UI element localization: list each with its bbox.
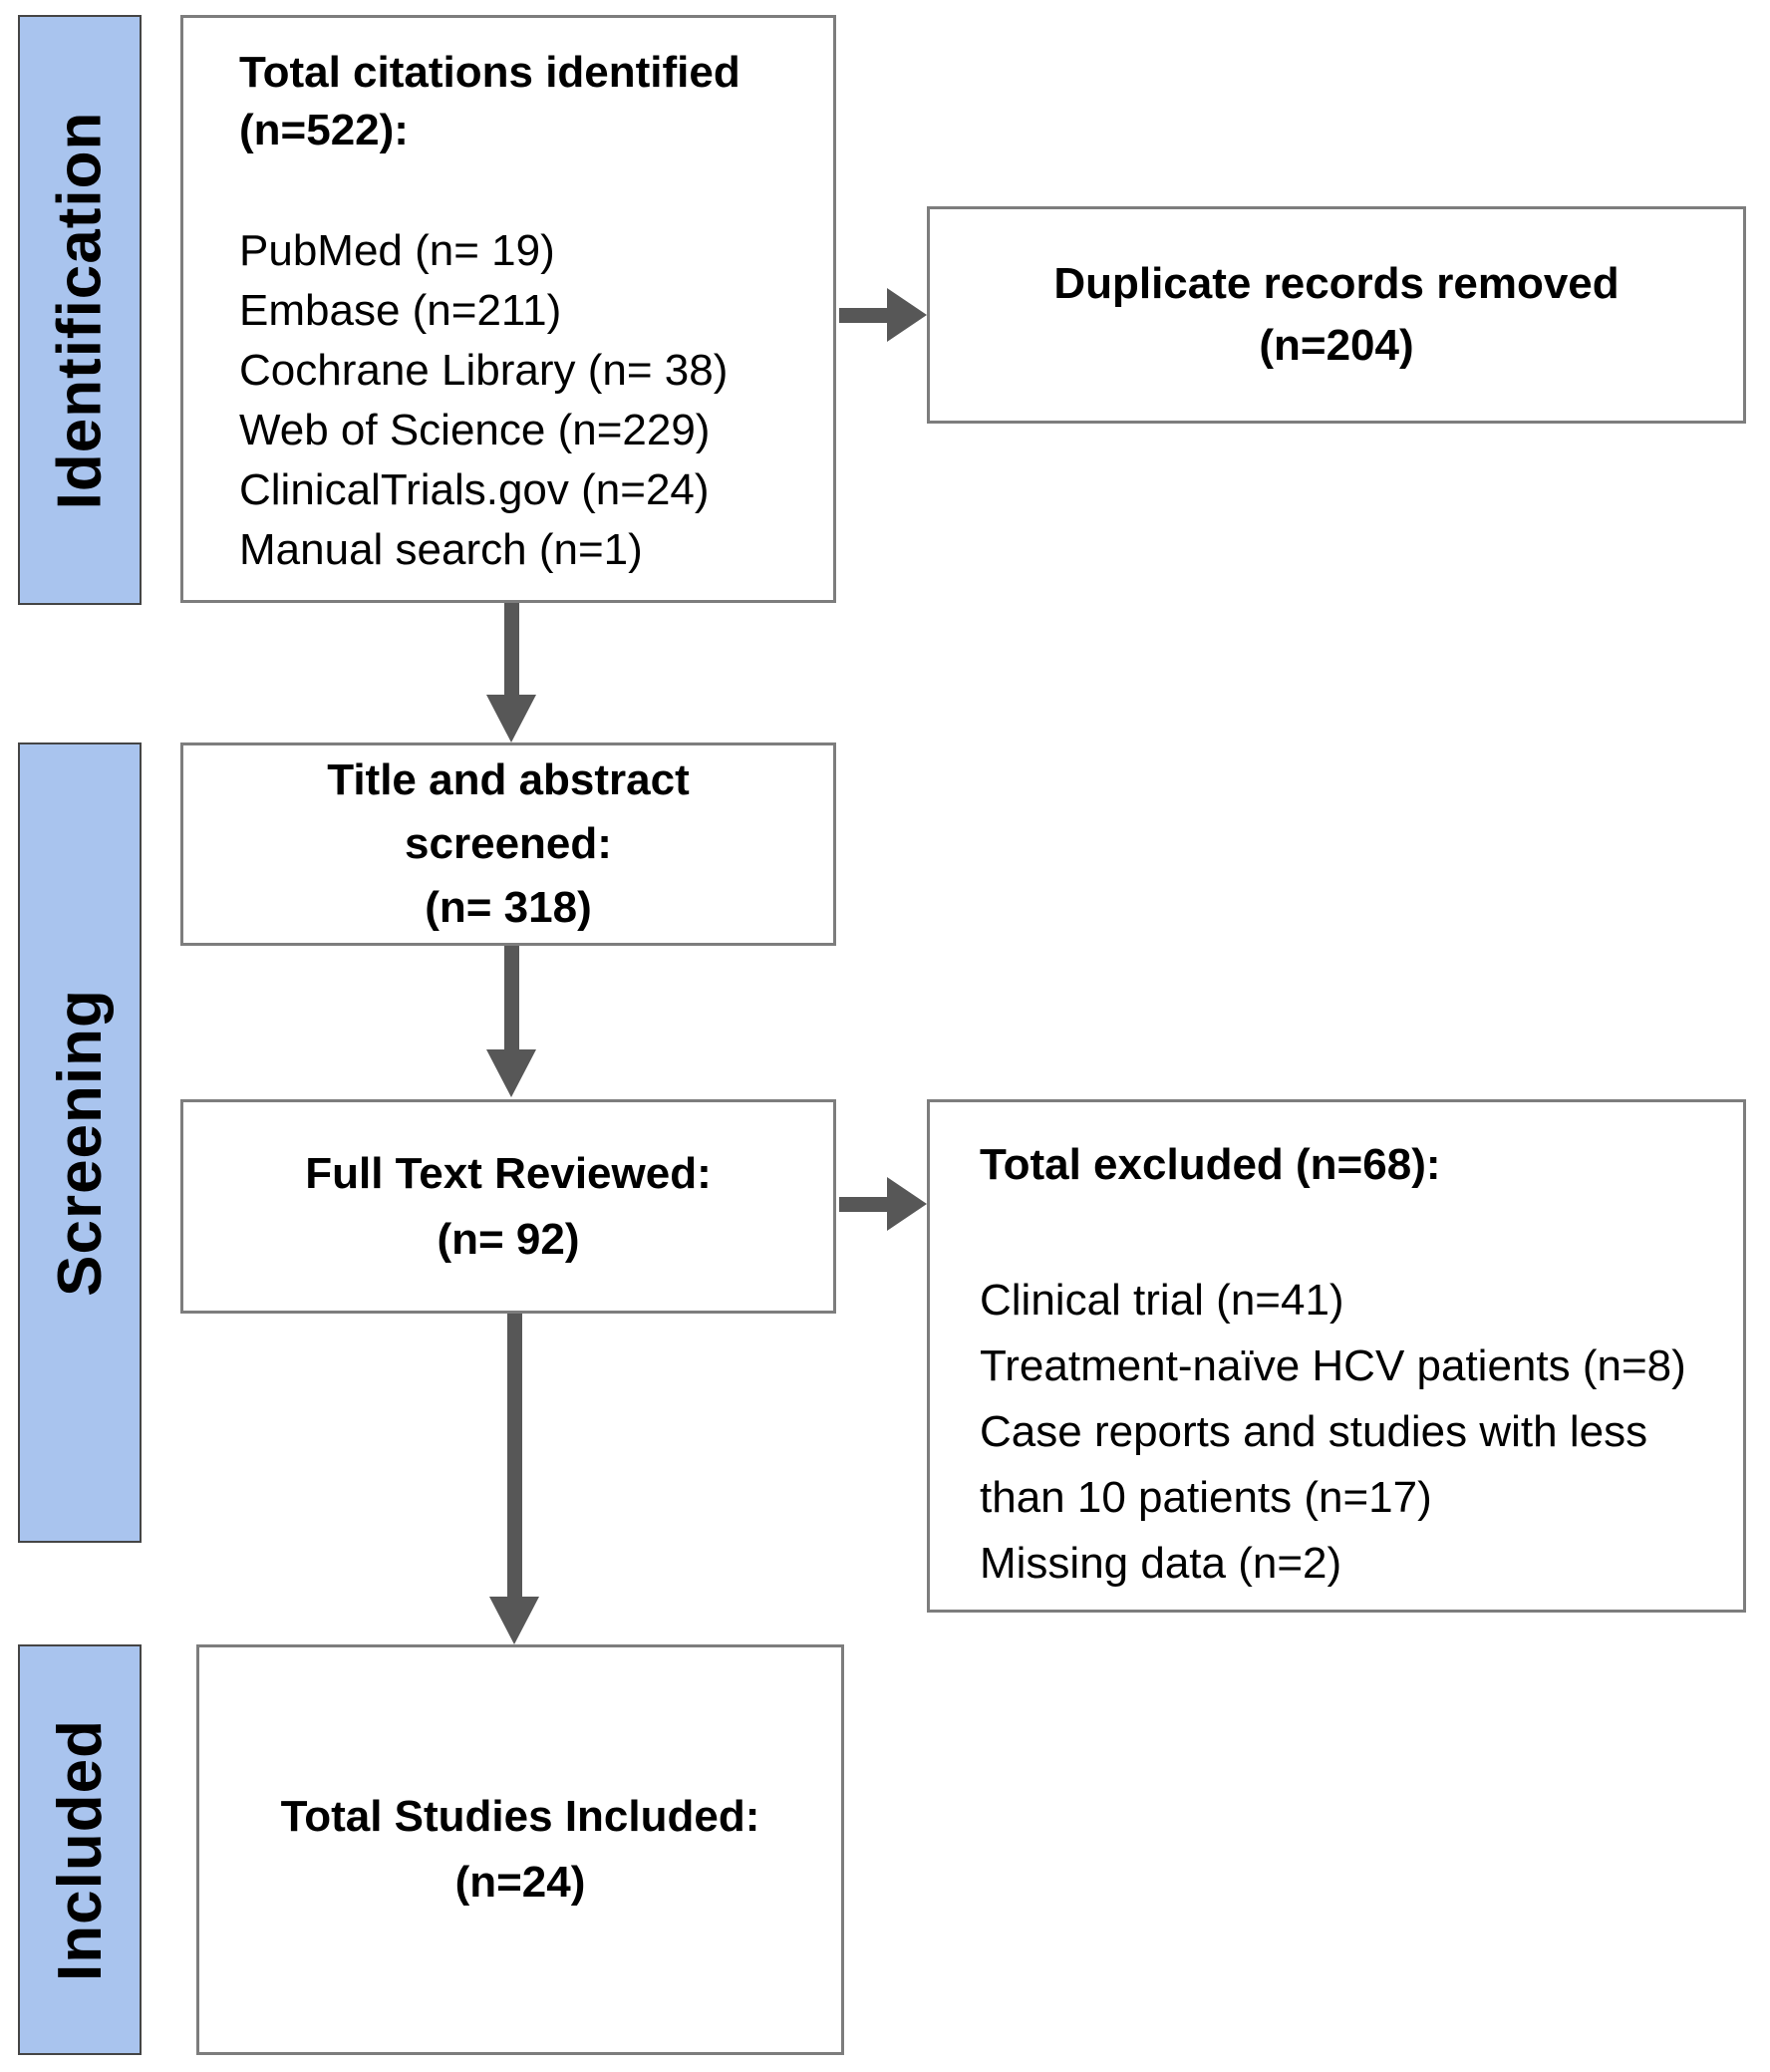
- stage-label-identification: Identification: [45, 111, 115, 509]
- citations-heading-line-2: (n=522):: [239, 106, 409, 154]
- source-item-embase: Embase (n=211): [239, 286, 562, 335]
- reason-item-treatment-naive: Treatment-naïve HCV patients (n=8): [980, 1341, 1686, 1390]
- arrow-shaft: [507, 1314, 522, 1599]
- fulltext-line-1: Full Text Reviewed:: [305, 1148, 712, 1198]
- box-total-excluded: Total excluded (n=68): Clinical trial (n…: [927, 1099, 1746, 1613]
- screened-line-1: Title and abstract: [327, 755, 690, 804]
- arrow-right-icon: [887, 288, 927, 342]
- arrow-shaft: [504, 946, 519, 1051]
- reason-item-case-reports: Case reports and studies with less than …: [980, 1407, 1648, 1522]
- stage-label-screening: Screening: [45, 989, 115, 1297]
- box-duplicates-removed: Duplicate records removed (n=204): [927, 206, 1746, 424]
- citations-heading-line-1: Total citations identified: [239, 48, 740, 97]
- source-item-pubmed: PubMed (n= 19): [239, 226, 555, 275]
- reason-item-clinical-trial: Clinical trial (n=41): [980, 1276, 1344, 1325]
- excluded-reason-list: Clinical trial (n=41) Treatment-naïve HC…: [980, 1268, 1707, 1597]
- box-studies-included: Total Studies Included: (n=24): [196, 1644, 844, 2055]
- stage-bar-included: Included: [18, 1644, 142, 2055]
- source-item-cochrane: Cochrane Library (n= 38): [239, 346, 729, 395]
- included-line-2: (n=24): [454, 1858, 586, 1907]
- stage-bar-identification: Identification: [18, 15, 142, 605]
- stage-bar-screening: Screening: [18, 742, 142, 1543]
- source-item-clinicaltrials: ClinicalTrials.gov (n=24): [239, 465, 710, 514]
- source-item-manual-search: Manual search (n=1): [239, 525, 643, 574]
- duplicates-line-1: Duplicate records removed: [1053, 259, 1620, 308]
- arrow-right-icon: [887, 1177, 927, 1231]
- included-line-1: Total Studies Included:: [280, 1792, 760, 1841]
- reason-item-missing-data: Missing data (n=2): [980, 1539, 1342, 1588]
- arrow-shaft: [839, 1197, 891, 1212]
- stage-label-included: Included: [45, 1718, 115, 1981]
- arrow-down-icon: [486, 695, 536, 742]
- box-title-abstract-screened: Title and abstract screened: (n= 318): [180, 742, 836, 946]
- excluded-heading: Total excluded (n=68):: [980, 1140, 1441, 1189]
- fulltext-line-2: (n= 92): [437, 1214, 580, 1264]
- screened-line-2: screened:: [405, 819, 612, 868]
- citations-content: Total citations identified (n=522): PubM…: [183, 18, 833, 580]
- duplicates-line-2: (n=204): [1259, 321, 1414, 370]
- screened-line-3: (n= 318): [425, 883, 592, 932]
- source-item-web-of-science: Web of Science (n=229): [239, 406, 711, 454]
- citations-source-list: PubMed (n= 19) Embase (n=211) Cochrane L…: [239, 221, 805, 580]
- box-full-text-reviewed: Full Text Reviewed: (n= 92): [180, 1099, 836, 1314]
- arrow-shaft: [839, 308, 891, 323]
- arrow-down-icon: [489, 1597, 539, 1644]
- box-citations-identified: Total citations identified (n=522): PubM…: [180, 15, 836, 603]
- arrow-down-icon: [486, 1049, 536, 1097]
- excluded-content: Total excluded (n=68): Clinical trial (n…: [930, 1102, 1743, 1597]
- arrow-shaft: [504, 603, 519, 697]
